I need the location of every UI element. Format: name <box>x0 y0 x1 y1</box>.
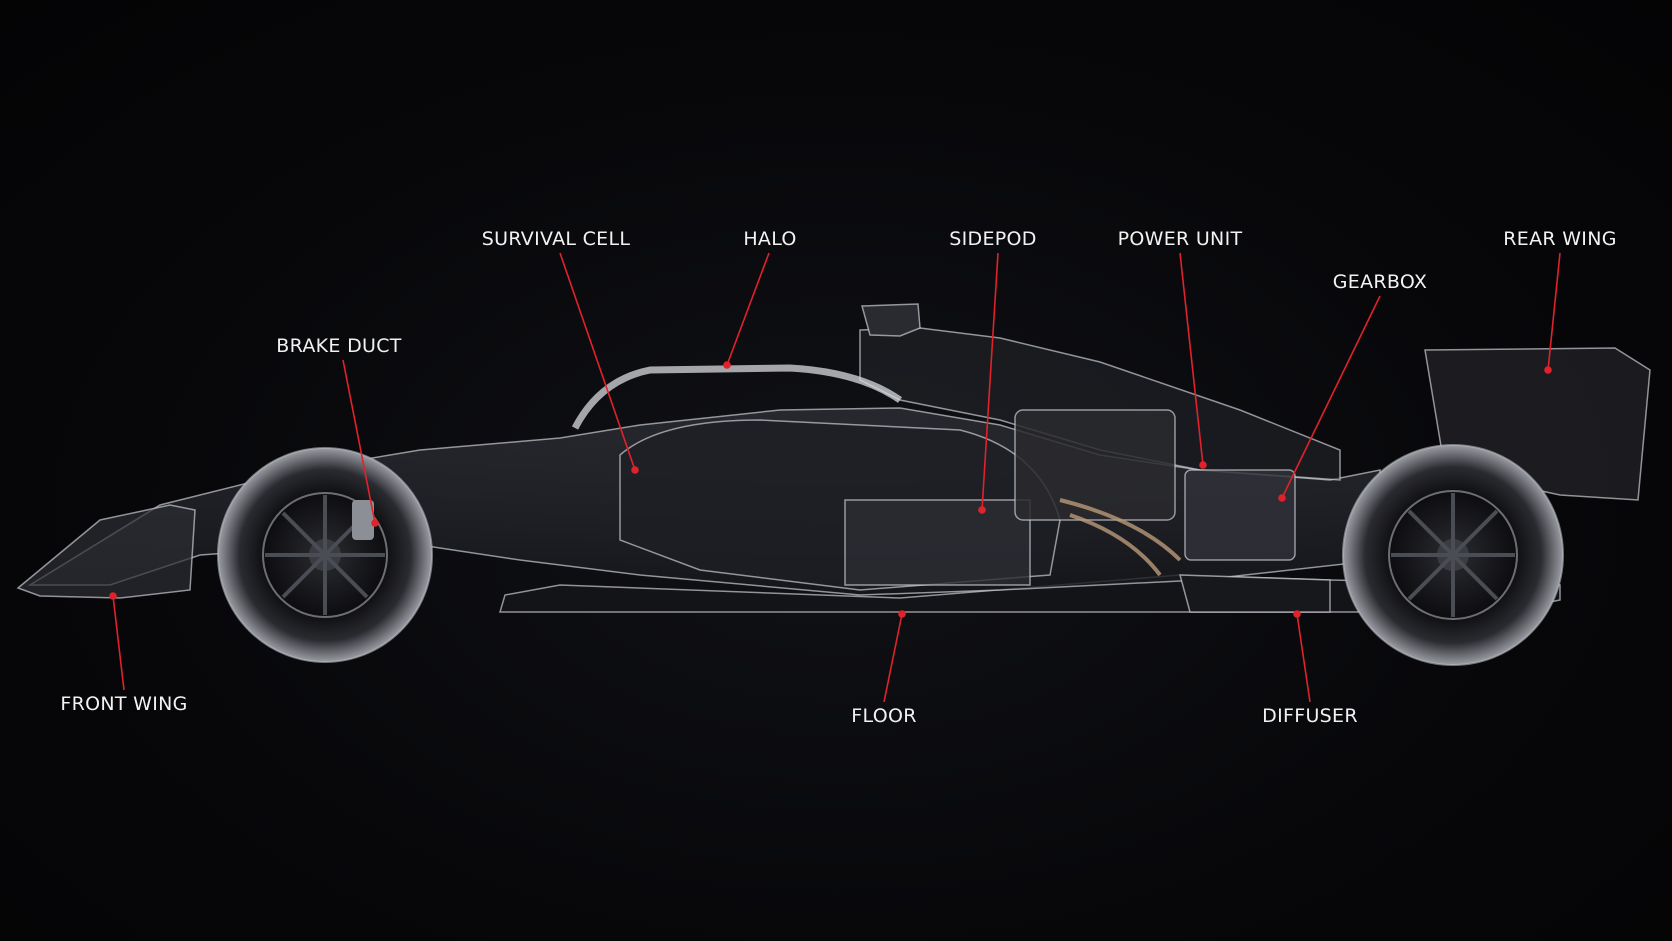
gearbox-leader-line <box>1281 295 1381 499</box>
sidepod-label: SIDEPOD <box>949 228 1037 250</box>
front-wing-label: FRONT WING <box>60 693 188 715</box>
brake-duct-label: BRAKE DUCT <box>276 335 402 357</box>
power-unit-label: POWER UNIT <box>1117 228 1243 250</box>
leader-lines <box>109 252 1561 703</box>
power-unit-shape <box>1014 409 1176 521</box>
gearbox-anchor-dot <box>1278 494 1286 502</box>
front-wheel <box>217 447 433 663</box>
brake-duct-leader-line <box>342 359 376 524</box>
front-wing-anchor-dot <box>109 592 117 600</box>
diffuser-label: DIFFUSER <box>1262 705 1358 727</box>
diffuser-leader-line <box>1296 613 1311 703</box>
halo-shape <box>571 364 903 430</box>
brake-caliper <box>352 500 374 540</box>
power-unit-anchor-dot <box>1199 461 1207 469</box>
airbox-shape <box>861 303 921 337</box>
gearbox-label: GEARBOX <box>1332 271 1428 293</box>
floor-anchor-dot <box>898 610 906 618</box>
sidepod-leader-line <box>981 252 999 511</box>
rear-wing-leader-line <box>1547 252 1561 371</box>
halo-label: HALO <box>743 228 797 250</box>
gearbox-shape <box>1184 469 1296 561</box>
survival-cell-label: SURVIVAL CELL <box>481 228 631 250</box>
exhaust-pipes-shape <box>1059 498 1182 577</box>
floor-leader-line <box>883 613 903 703</box>
brake-duct-anchor-dot <box>371 519 379 527</box>
radiator-shape <box>844 499 1031 586</box>
power-unit-leader-line <box>1179 252 1204 466</box>
halo-anchor-dot <box>723 361 731 369</box>
front-wing-shape <box>16 504 196 599</box>
diffuser-shape <box>1179 574 1331 613</box>
diffuser-anchor-dot <box>1293 610 1301 618</box>
rear-wing-label: REAR WING <box>1503 228 1617 250</box>
floor-label: FLOOR <box>851 705 917 727</box>
front-wing-leader-line <box>112 595 125 691</box>
car-illustration <box>16 303 1651 613</box>
rear-wing-anchor-dot <box>1544 366 1552 374</box>
survival-cell-anchor-dot <box>631 466 639 474</box>
rear-wheel <box>1342 444 1564 666</box>
halo-leader-line <box>726 252 770 366</box>
survival-cell-leader-line <box>559 252 636 471</box>
sidepod-anchor-dot <box>978 506 986 514</box>
